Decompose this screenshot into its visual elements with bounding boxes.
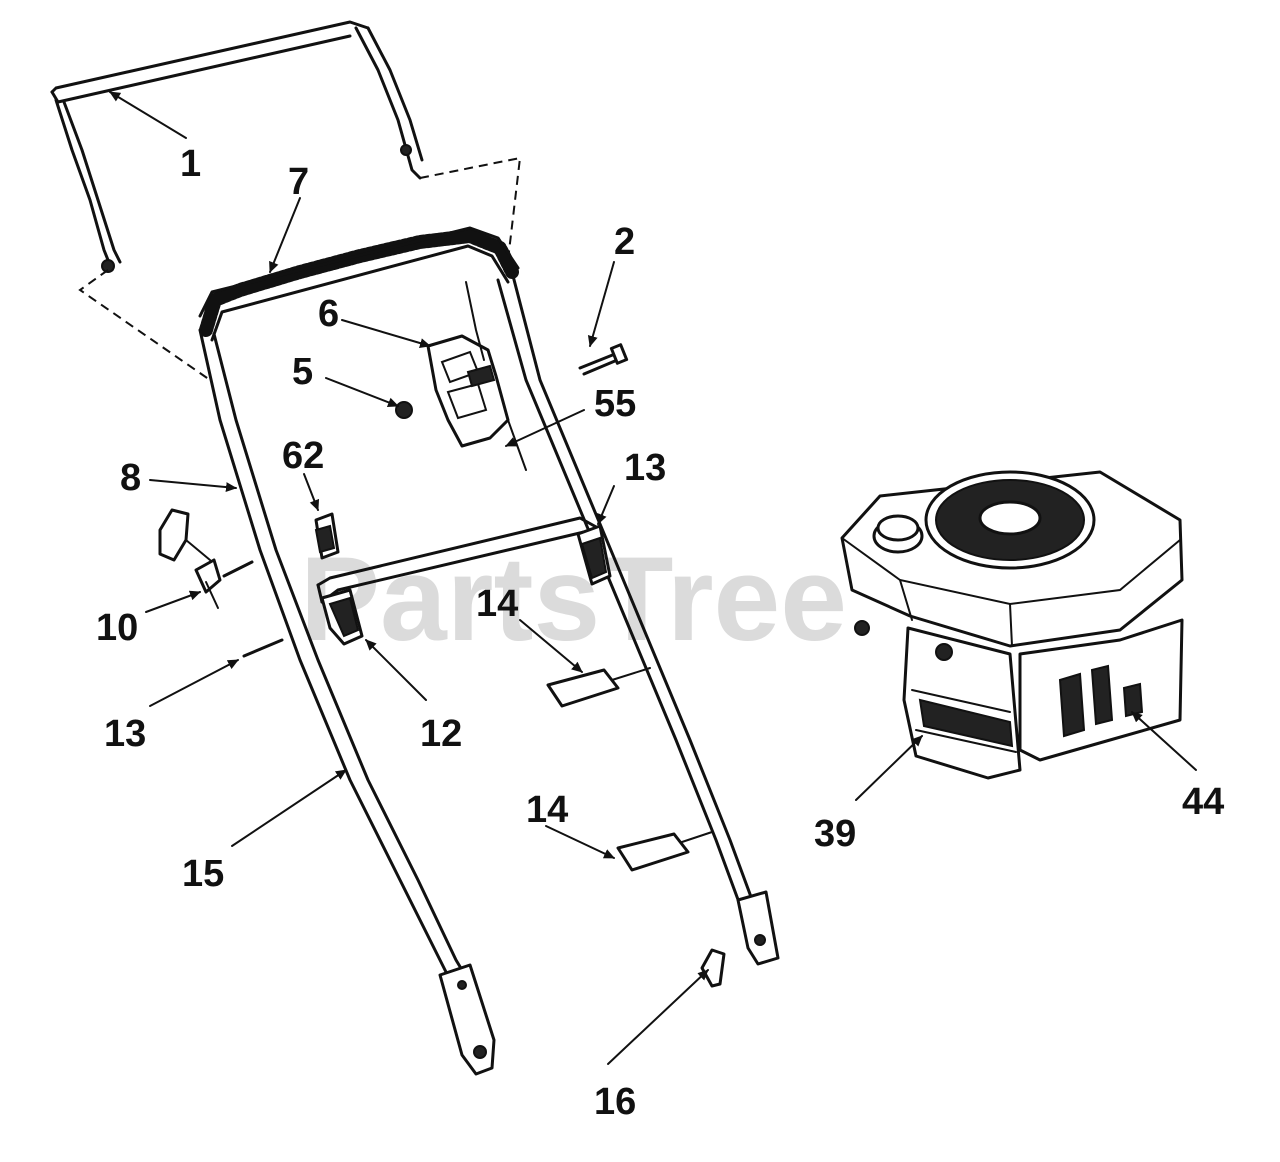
callout-44: 44 — [1182, 781, 1224, 823]
callout-15: 15 — [182, 853, 224, 895]
callout-16: 16 — [594, 1081, 636, 1123]
callout-62: 62 — [282, 435, 324, 477]
callout-7: 7 — [288, 161, 309, 203]
main-handle-part — [198, 226, 780, 1076]
callout-55: 55 — [594, 383, 636, 425]
callout-13-lower: 13 — [104, 713, 146, 755]
alignment-lines — [78, 156, 522, 381]
callout-8: 8 — [120, 457, 141, 499]
callout-13-upper: 13 — [624, 447, 666, 489]
callout-6: 6 — [318, 293, 339, 335]
callout-14-upper: 14 — [476, 583, 518, 625]
callout-14-lower: 14 — [526, 789, 568, 831]
callout-2: 2 — [614, 221, 635, 263]
clip-part — [700, 948, 726, 988]
leader-arrows — [109, 91, 1197, 1065]
callout-1: 1 — [180, 143, 201, 185]
wing-nut-part — [158, 508, 254, 609]
callout-5: 5 — [292, 351, 313, 393]
knob-parts — [314, 512, 612, 646]
upper-handle-part — [50, 20, 424, 273]
callout-10: 10 — [96, 607, 138, 649]
nut-part — [395, 401, 413, 419]
watermark: PartsTree — [300, 532, 847, 666]
grip-parts — [546, 667, 713, 872]
bolt-part — [578, 343, 629, 376]
callout-12: 12 — [420, 713, 462, 755]
callout-39: 39 — [814, 813, 856, 855]
control-box-part — [426, 281, 527, 471]
bolt-lower-part — [242, 638, 284, 658]
engine-part — [840, 470, 1184, 780]
